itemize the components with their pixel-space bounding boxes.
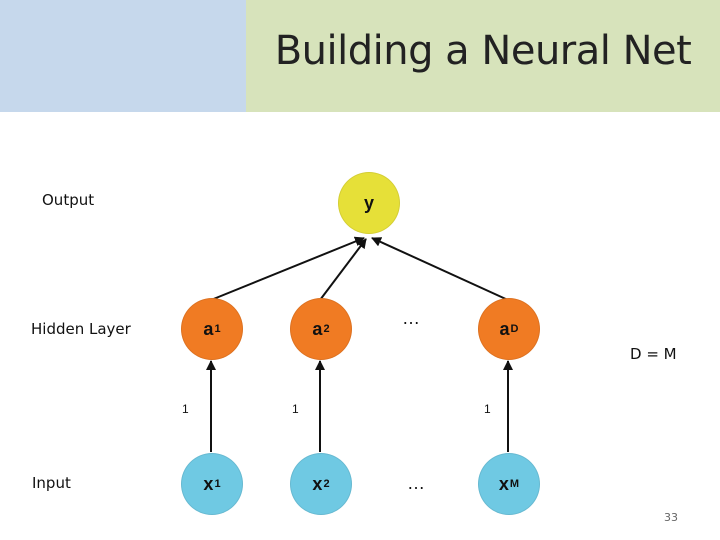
hidden-ellipsis: … bbox=[402, 308, 421, 328]
input-ellipsis: … bbox=[407, 473, 426, 493]
node-label-base: x bbox=[203, 473, 214, 494]
node-label-base: a bbox=[203, 318, 214, 339]
weight-label-3: 1 bbox=[484, 402, 491, 416]
output-label: Output bbox=[42, 191, 95, 209]
edge-a1-y bbox=[210, 236, 365, 301]
output-node-y: y bbox=[338, 172, 400, 234]
header-left-band bbox=[0, 0, 246, 112]
node-label-subscript: 2 bbox=[323, 478, 330, 490]
slide-title: Building a Neural Net bbox=[274, 28, 692, 74]
page-number: 33 bbox=[664, 511, 678, 524]
node-label-base: x bbox=[498, 473, 509, 494]
node-label-subscript: M bbox=[509, 478, 520, 490]
header-right-band bbox=[246, 0, 720, 112]
weight-label-2: 1 bbox=[292, 402, 299, 416]
node-label-base: a bbox=[499, 318, 510, 339]
node-label-subscript: 2 bbox=[323, 323, 330, 335]
node-label-base: x bbox=[312, 473, 323, 494]
hidden-layer-label: Hidden Layer bbox=[31, 320, 131, 338]
node-label-subscript: 1 bbox=[214, 478, 221, 490]
edge-a2-y bbox=[319, 238, 367, 301]
weight-label-1: 1 bbox=[182, 402, 189, 416]
dimension-relation: D = M bbox=[630, 345, 677, 363]
output-node-label: y bbox=[363, 192, 374, 213]
node-label-base: a bbox=[312, 318, 323, 339]
node-label-subscript: 1 bbox=[214, 323, 221, 335]
node-label-subscript: D bbox=[510, 323, 519, 335]
input-label: Input bbox=[32, 474, 71, 492]
edge-aD-y bbox=[371, 237, 509, 301]
